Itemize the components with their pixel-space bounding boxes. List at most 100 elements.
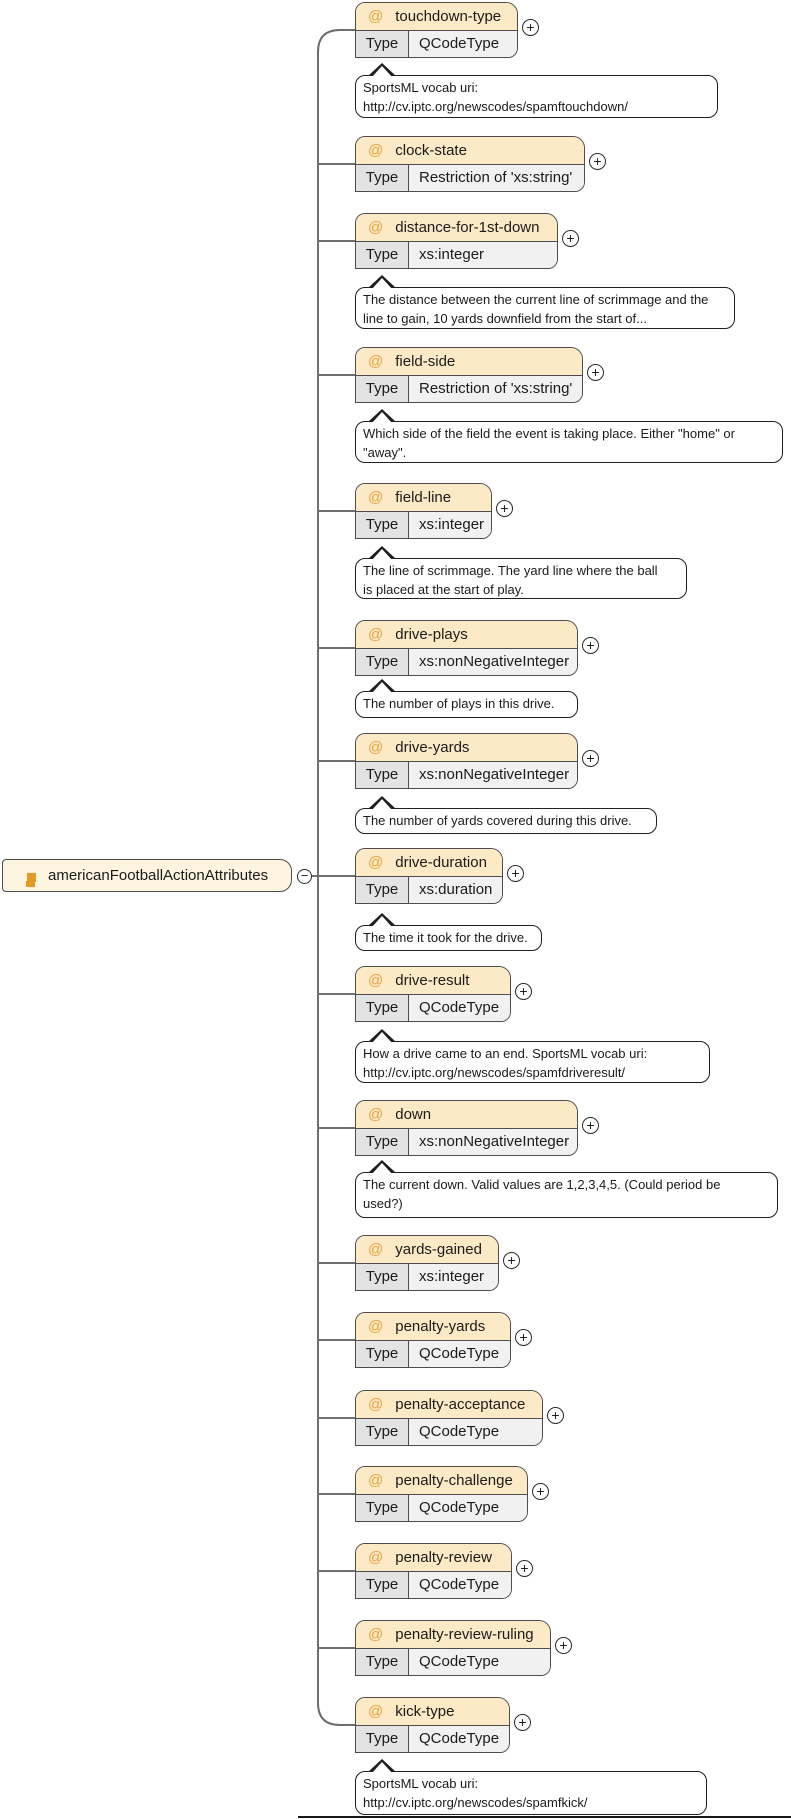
expand-plus-icon[interactable]: +: [507, 865, 524, 882]
at-icon: @: [368, 1106, 384, 1123]
attribute-group-icon: [26, 872, 36, 887]
expand-plus-icon[interactable]: +: [562, 230, 579, 247]
at-icon: @: [368, 1472, 384, 1489]
expand-plus-icon[interactable]: +: [515, 983, 532, 1000]
expand-plus-icon[interactable]: +: [547, 1407, 564, 1424]
note-text-line: is placed at the start of play.: [363, 582, 524, 597]
at-icon: @: [368, 142, 384, 159]
note-text-line: http://cv.iptc.org/newscodes/spamfkick/: [363, 1795, 588, 1810]
attribute-name: penalty-yards: [395, 1318, 486, 1335]
attribute-name: kick-type: [395, 1703, 455, 1720]
expand-plus-icon[interactable]: +: [582, 637, 599, 654]
note-text-line: The current down. Valid values are 1,2,3…: [363, 1177, 721, 1192]
expand-plus-icon[interactable]: +: [522, 19, 539, 36]
documentation-note: SportsML vocab uri:http://cv.iptc.org/ne…: [355, 1759, 707, 1815]
at-icon: @: [368, 739, 384, 756]
type-label: Type: [356, 1726, 409, 1752]
expand-plus-icon[interactable]: +: [503, 1252, 520, 1269]
note-text-line: SportsML vocab uri:: [363, 80, 479, 95]
attribute-type-value: Restriction of 'xs:string': [409, 165, 584, 191]
expand-plus-icon[interactable]: +: [587, 364, 604, 381]
at-icon: @: [368, 1703, 384, 1720]
expand-plus-icon[interactable]: +: [589, 153, 606, 170]
type-label: Type: [356, 762, 409, 788]
attribute-type-value: xs:nonNegativeInteger: [409, 762, 577, 788]
type-label: Type: [356, 376, 409, 402]
attribute-name: drive-yards: [395, 739, 470, 756]
attribute-type-value: Restriction of 'xs:string': [409, 376, 582, 402]
at-icon: @: [368, 8, 384, 25]
type-label: Type: [356, 1341, 409, 1367]
type-label: Type: [356, 1419, 409, 1445]
type-label: Type: [356, 1264, 409, 1290]
expand-plus-icon[interactable]: +: [555, 1637, 572, 1654]
type-label: Type: [356, 877, 409, 903]
expand-plus-icon[interactable]: +: [514, 1714, 531, 1731]
type-label: Type: [356, 649, 409, 675]
at-icon: @: [368, 1396, 384, 1413]
attribute-name: penalty-review: [395, 1549, 492, 1566]
at-icon: @: [368, 1318, 384, 1335]
attribute-name: drive-result: [395, 972, 470, 989]
attribute-name: distance-for-1st-down: [395, 219, 540, 236]
attribute-header: @ penalty-yards: [356, 1313, 510, 1341]
expand-plus-icon[interactable]: +: [496, 500, 513, 517]
attribute-type-value: QCodeType: [409, 1572, 511, 1598]
attribute-type-value: QCodeType: [409, 1341, 510, 1367]
attribute-name: clock-state: [395, 142, 467, 159]
type-label: Type: [356, 995, 409, 1021]
attribute-header: @ touchdown-type: [356, 3, 517, 31]
type-label: Type: [356, 1649, 409, 1675]
at-icon: @: [368, 1626, 384, 1643]
root-attribute-group-box[interactable]: americanFootballActionAttributes: [2, 859, 292, 892]
attribute-type-value: QCodeType: [409, 1495, 527, 1521]
attribute-type-value: xs:integer: [409, 242, 557, 268]
expand-plus-icon[interactable]: +: [516, 1560, 533, 1577]
attribute-header: @penalty-review-ruling: [356, 1621, 550, 1649]
at-icon: @: [368, 353, 384, 370]
expand-plus-icon[interactable]: +: [582, 750, 599, 767]
attribute-header: @ penalty-review: [356, 1544, 511, 1572]
documentation-note: The number of yards covered during this …: [355, 796, 657, 834]
attribute-name: touchdown-type: [395, 8, 502, 25]
expand-plus-icon[interactable]: +: [515, 1329, 532, 1346]
documentation-note: The time it took for the drive.: [355, 913, 542, 951]
type-label: Type: [356, 165, 409, 191]
attribute-name: down: [395, 1106, 432, 1123]
attribute-type-value: QCodeType: [409, 995, 510, 1021]
expand-plus-icon[interactable]: +: [532, 1483, 549, 1500]
expand-plus-icon[interactable]: +: [582, 1117, 599, 1134]
collapse-minus-icon[interactable]: −: [297, 869, 312, 884]
note-text-line: used?): [363, 1196, 403, 1211]
attribute-name: yards-gained: [395, 1241, 482, 1258]
attribute-type-value: xs:duration: [409, 877, 502, 903]
note-text-line: http://cv.iptc.org/newscodes/spamfdriver…: [363, 1065, 626, 1080]
at-icon: @: [368, 1549, 384, 1566]
